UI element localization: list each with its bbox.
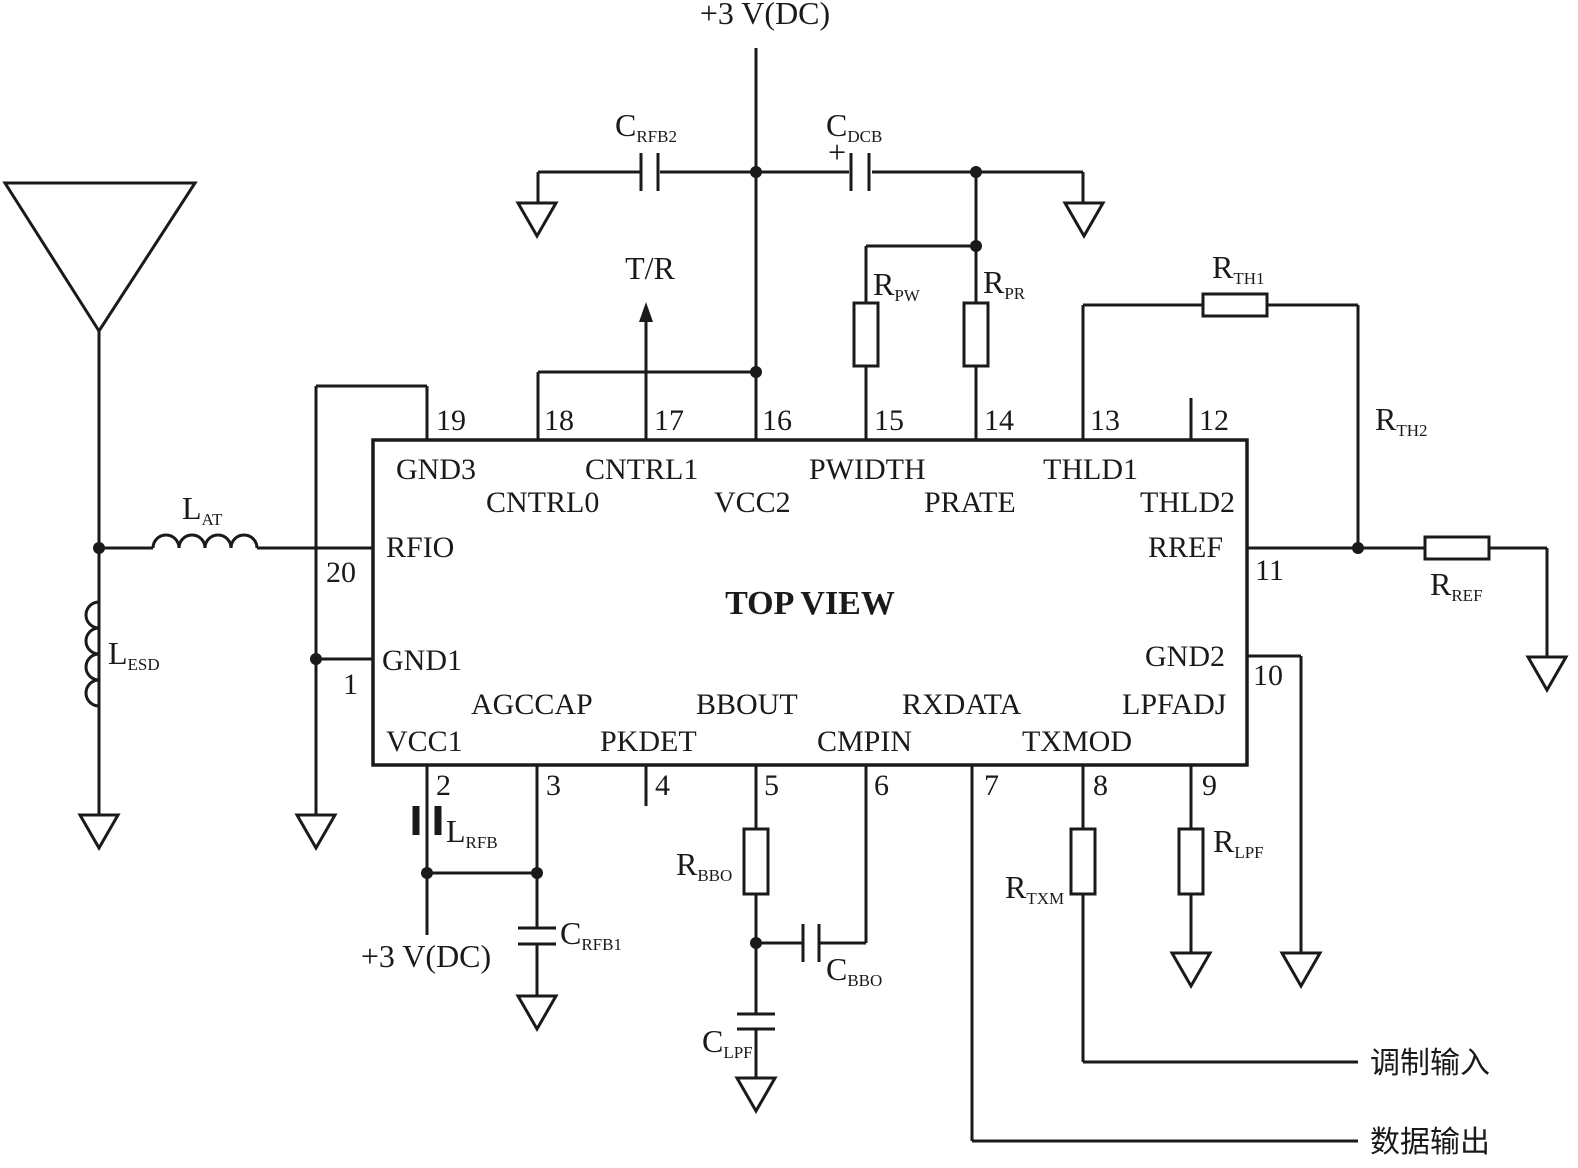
pin-name-txmod: TXMOD [1022,725,1132,758]
ground-symbol [1062,201,1106,240]
label-lesd: LESD [108,635,160,674]
pin-name-vcc1: VCC1 [386,725,463,758]
pin-number: 10 [1253,659,1283,692]
pin-number: 18 [544,404,574,437]
pin-number: 12 [1199,404,1229,437]
pin-number: 14 [984,404,1014,437]
label-data-output: 数据输出 [1370,1125,1490,1160]
tr-arrow [639,302,653,322]
capacitor-cbbo [801,924,821,962]
pin-name-cntrl0: CNTRL0 [486,486,599,519]
pin-number: 2 [436,769,451,802]
capacitor-crfb2 [639,153,660,191]
pin-name-bbout: BBOUT [696,688,798,721]
pin-number: 8 [1093,769,1108,802]
inductor-lrfb [412,806,442,835]
supply-label-bottom: +3 V(DC) [361,938,491,974]
antenna-symbol [2,181,198,815]
pin-name-pwidth: PWIDTH [809,453,926,486]
label-lrfb: LRFB [446,813,498,852]
pin-number: 1 [343,668,358,701]
cdcb-polarity: + [828,134,846,170]
pin-number: 9 [1202,769,1217,802]
capacitor-cdcb [849,153,871,191]
pin-name-rfio: RFIO [386,531,454,564]
label-rpw: RPW [873,266,921,305]
resistor-rtxm [1069,827,1097,896]
ground-symbol [1525,655,1569,694]
supply-label-top: +3 V(DC) [700,0,830,31]
pin-name-rref: RREF [1148,531,1223,564]
pin-name-gnd1: GND1 [382,644,462,677]
pin-name-thld1: THLD1 [1043,453,1138,486]
pin-name-prate: PRATE [924,486,1016,519]
pin-name-pkdet: PKDET [600,725,697,758]
pin-number: 13 [1090,404,1120,437]
pin-name-lpfadj: LPFADJ [1122,688,1227,721]
inductor-lat [151,533,259,549]
pin-name-thld2: THLD2 [1140,486,1235,519]
label-tr: T/R [625,250,675,286]
pin-name-vcc2: VCC2 [714,486,791,519]
pin-number: 4 [655,769,670,802]
pin-name-rxdata: RXDATA [902,688,1022,721]
ground-symbol [77,813,121,852]
resistor-rpw [852,301,880,368]
pin-number: 6 [874,769,889,802]
label-mod-input: 调制输入 [1370,1046,1490,1081]
pin-name-gnd3: GND3 [396,453,476,486]
resistor-rbbo [742,827,770,896]
resistor-rth1 [1201,292,1269,318]
pin-number: 3 [546,769,561,802]
label-cbbo: CBBO [826,951,882,990]
label-rpr: RPR [983,264,1026,303]
ground-symbol [734,1076,778,1115]
pin-number: 11 [1255,554,1284,587]
pin-name-cmpin: CMPIN [817,725,912,758]
pin-number: 15 [874,404,904,437]
ground-symbol [515,201,559,240]
label-lat: LAT [182,490,223,529]
ground-symbol [1279,951,1323,990]
pin-number: 17 [654,404,684,437]
resistor-rref [1423,535,1491,561]
pin-number: 7 [984,769,999,802]
label-rbbo: RBBO [676,846,732,885]
pin-name-cntrl1: CNTRL1 [585,453,698,486]
inductor-lesd [84,600,100,708]
ground-symbol [1169,951,1213,990]
pin-name-gnd2: GND2 [1145,640,1225,673]
label-crfb1: CRFB1 [560,915,622,954]
ground-symbol [294,813,338,852]
pin-number: 19 [436,404,466,437]
resistor-rlpf [1177,827,1205,896]
pin-number: 5 [764,769,779,802]
ic-chip-body [371,438,1249,767]
pin-name-agccap: AGCCAP [471,688,593,721]
label-rth2: RTH2 [1375,401,1428,440]
ground-symbol [515,994,559,1033]
chip-title: TOP VIEW [725,585,895,622]
capacitor-clpf [737,1012,775,1031]
label-rref: RREF [1430,566,1483,605]
pin-number: 20 [326,556,356,589]
label-rth1: RTH1 [1212,249,1265,288]
label-rlpf: RLPF [1213,823,1264,862]
label-cdcb: CDCB [826,107,882,146]
pin-number: 16 [762,404,792,437]
capacitor-crfb1 [518,926,556,946]
resistor-rpr [962,301,990,368]
label-rtxm: RTXM [1005,869,1064,908]
label-clpf: CLPF [702,1023,753,1062]
label-crfb2: CRFB2 [615,107,677,146]
